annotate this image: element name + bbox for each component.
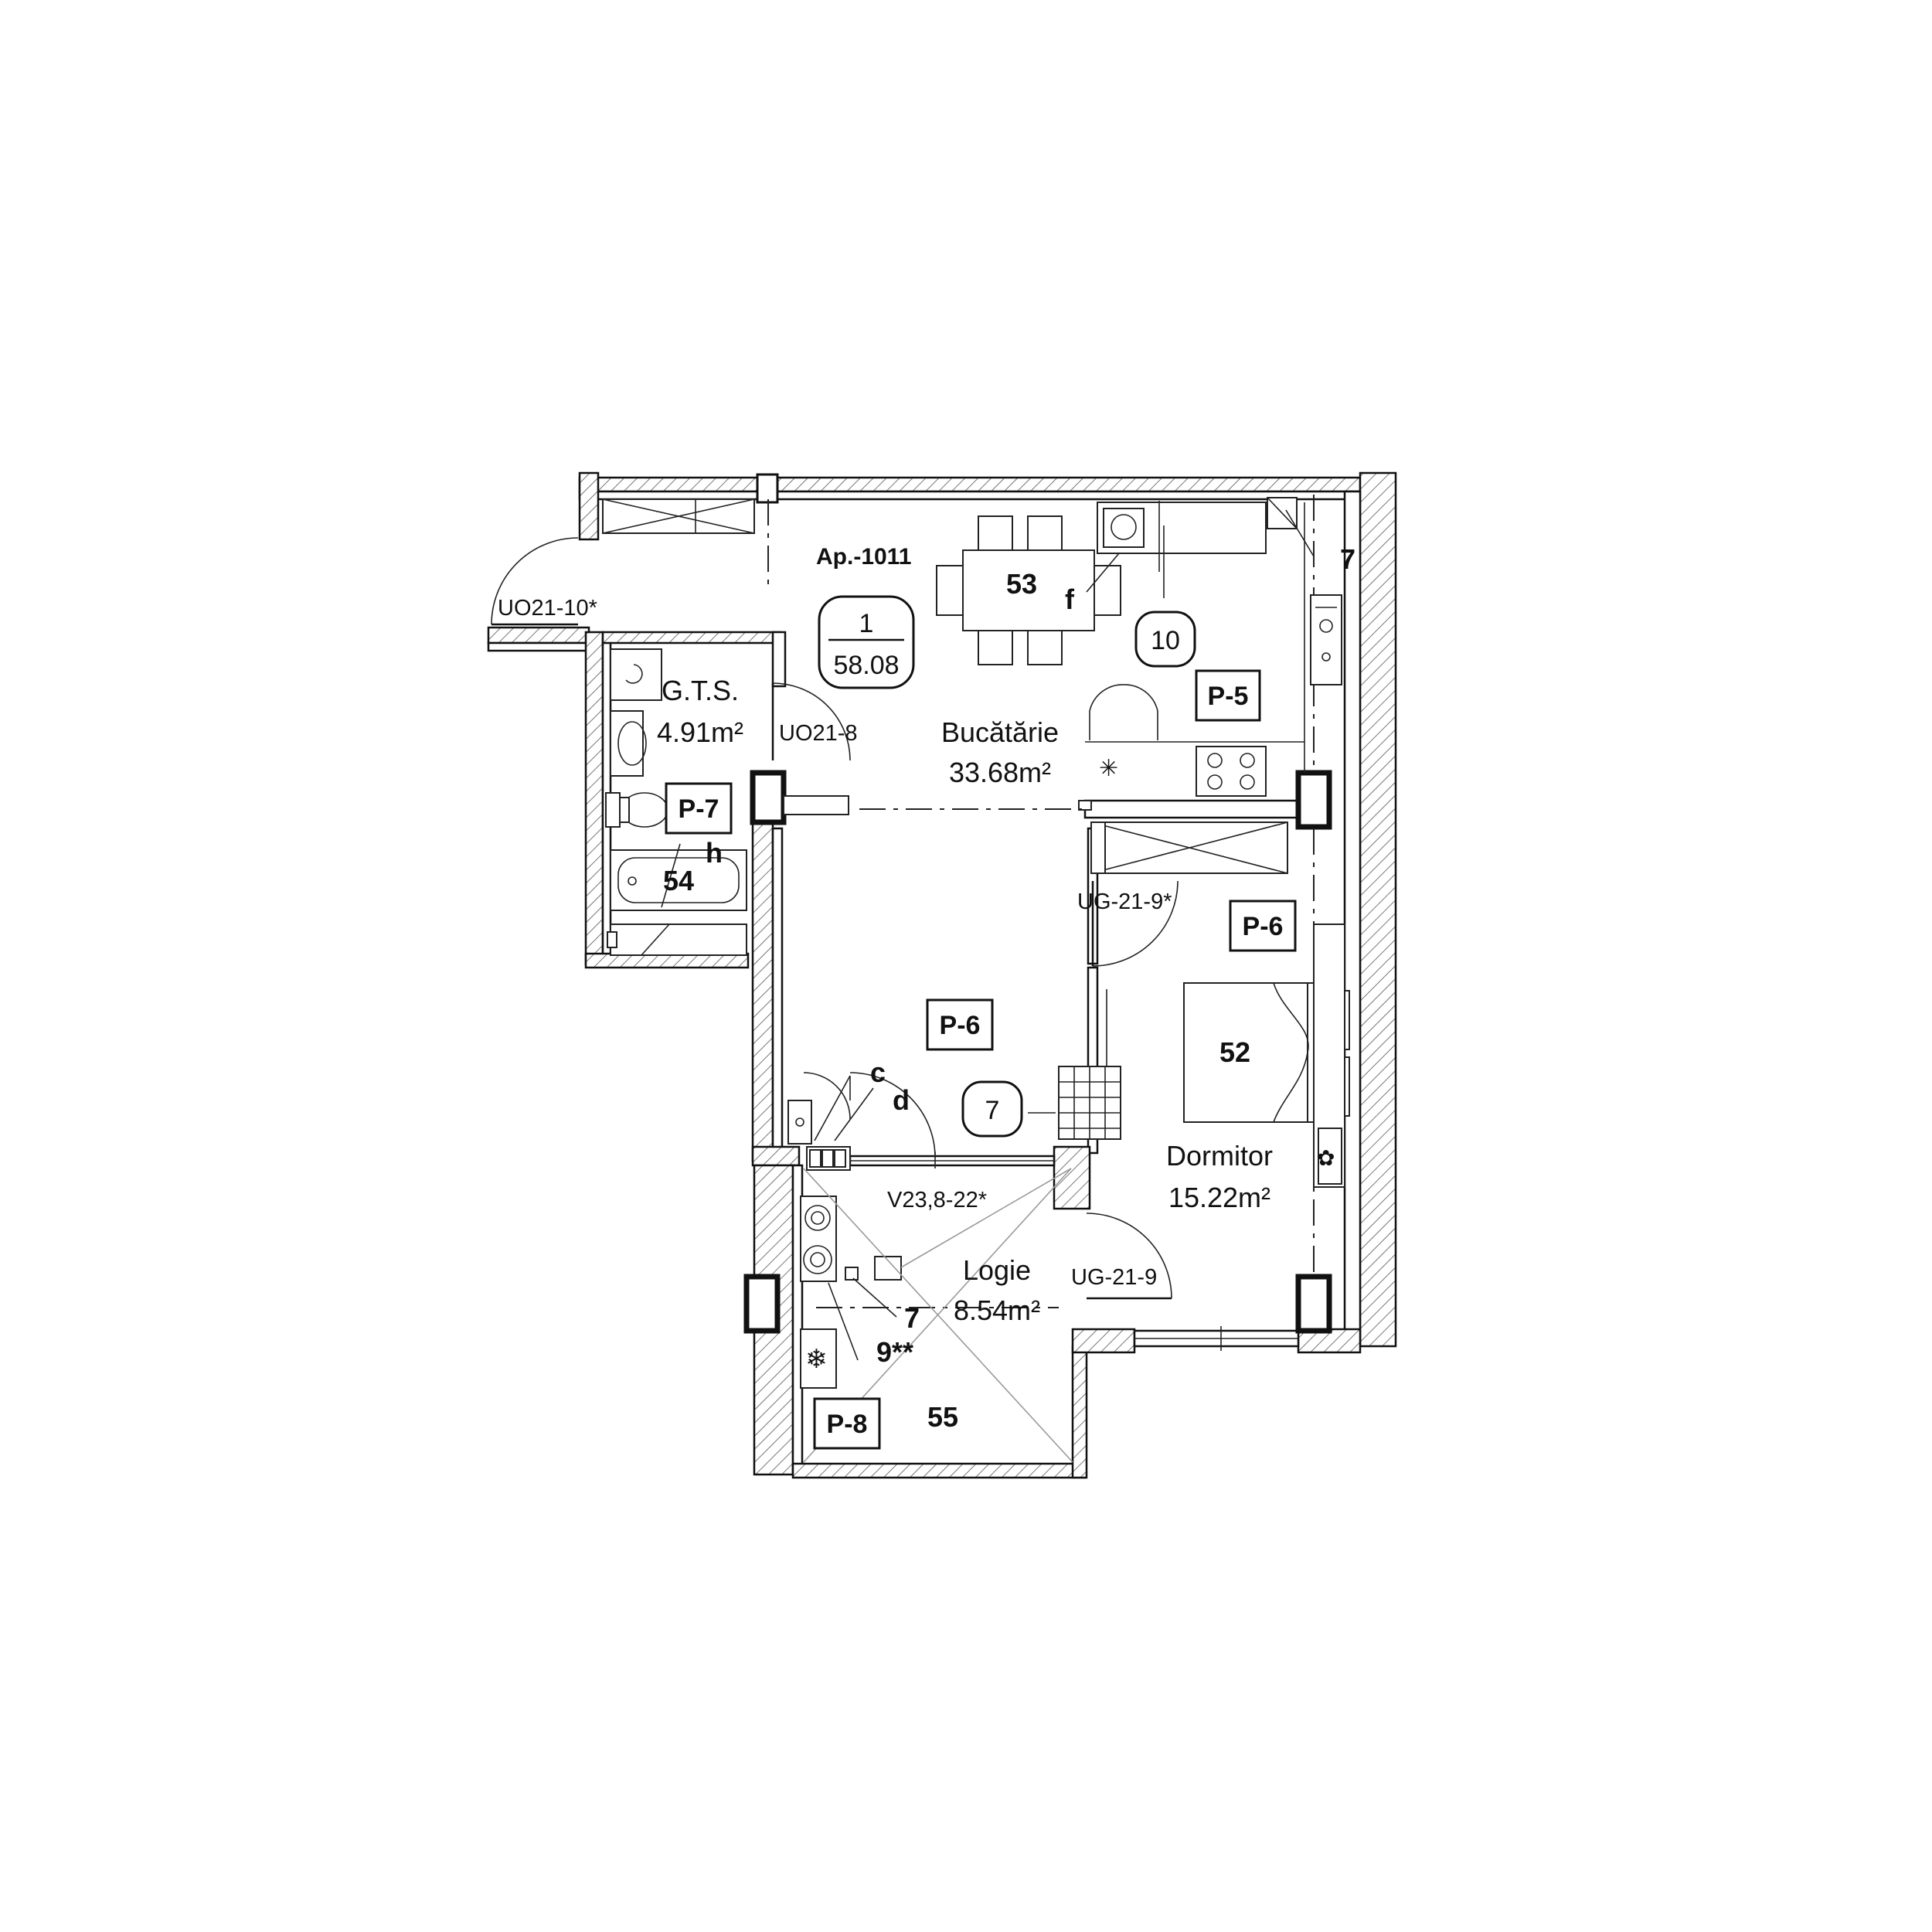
item-7-loggia: 7	[904, 1302, 920, 1334]
door-label-bathroom: UO21-8	[779, 721, 858, 746]
window-label: V23,8-22*	[887, 1188, 987, 1213]
loggia-area: 8.54m²	[954, 1294, 1040, 1326]
svg-text:P-6: P-6	[1243, 912, 1284, 941]
svg-text:P-5: P-5	[1208, 682, 1249, 711]
apartment-badge: 1 58.08	[818, 595, 915, 689]
bathroom-area: 4.91m²	[657, 716, 743, 748]
item-h: h	[706, 837, 723, 869]
loggia-door-swing	[1086, 1213, 1172, 1299]
doors	[491, 537, 1179, 1300]
bathroom-name: G.T.S.	[662, 675, 739, 706]
svg-text:10: 10	[1151, 626, 1180, 655]
bedroom-area: 15.22m²	[1168, 1182, 1270, 1213]
door-label-loggia: UG-21-9	[1071, 1265, 1157, 1290]
item-d: d	[893, 1084, 910, 1116]
svg-text:P-6: P-6	[940, 1011, 981, 1040]
item-53: 53	[1006, 568, 1037, 600]
hall-shaft	[787, 1075, 874, 1171]
item-52: 52	[1219, 1036, 1250, 1068]
item-7-top: 7	[1340, 543, 1355, 575]
svg-text:P-8: P-8	[827, 1410, 868, 1439]
bathroom-fixtures	[605, 648, 747, 956]
marker-hall-ref: 7	[961, 1080, 1023, 1138]
bed: ✿	[1106, 923, 1350, 1188]
item-54: 54	[663, 865, 694, 896]
bathroom-door-swing	[772, 682, 851, 761]
finish-tag-bedroom: P-6	[1229, 900, 1297, 952]
apartment-total-area: 58.08	[833, 651, 899, 680]
item-f: f	[1065, 583, 1075, 615]
kitchen-arch	[1089, 684, 1158, 740]
door-label-entrance: UO21-10*	[498, 596, 597, 621]
kitchen-fixtures: ✳	[1085, 497, 1342, 797]
marker-kitchen-ref: 10	[1134, 611, 1196, 668]
kitchen-area: 33.68m²	[949, 757, 1051, 788]
ac-unit	[800, 1328, 837, 1389]
dining-table	[936, 515, 1121, 665]
bedroom-door-swing	[1092, 880, 1179, 967]
apartment-code: Ap.-1011	[816, 544, 911, 570]
svg-text:7: 7	[985, 1096, 1000, 1125]
hall-wardrobe	[602, 498, 1288, 874]
item-9: 9**	[876, 1336, 913, 1368]
leader-lines	[661, 509, 1315, 1361]
svg-text:P-7: P-7	[679, 794, 719, 824]
cooktop	[1196, 746, 1267, 797]
entrance-door-swing	[491, 537, 579, 625]
item-55: 55	[927, 1401, 958, 1433]
finish-tag-hall: P-6	[926, 998, 994, 1051]
door-label-bedroom: UG-21-9*	[1077, 889, 1172, 914]
columns	[743, 770, 1332, 1334]
item-c: c	[870, 1056, 886, 1088]
finish-tag-loggia: P-8	[813, 1397, 881, 1450]
apartment-number: 1	[859, 609, 874, 638]
kitchen-name: Bucătărie	[941, 716, 1059, 748]
snowflake-icon: ❄	[805, 1345, 828, 1374]
fan-icon: ✳	[1099, 756, 1118, 781]
finish-tag-bathroom: P-7	[665, 782, 733, 835]
plant-icon: ✿	[1317, 1146, 1335, 1170]
finish-tag-kitchen: P-5	[1195, 669, 1261, 722]
loggia-fixtures: ❄	[800, 1168, 1073, 1463]
radiator-stairs	[1058, 1066, 1121, 1140]
loggia-name: Logie	[963, 1254, 1031, 1286]
labels: Ap.-1011 Bucătărie 33.68m² G.T.S. 4.91m²…	[498, 543, 1355, 1433]
bedroom-name: Dormitor	[1166, 1140, 1273, 1172]
walls	[487, 471, 1397, 1479]
